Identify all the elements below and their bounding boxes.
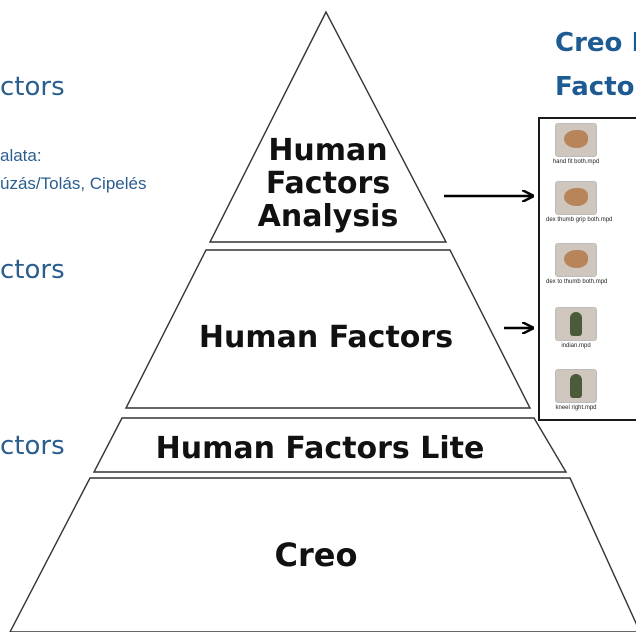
thumb-kneel-right: kneel right.mpd — [546, 369, 606, 411]
tier-label-lite: Human Factors Lite — [156, 431, 485, 466]
posture-library-panel: hand fit both.mpd dex thumb grip both.mp… — [538, 117, 636, 421]
left-text-alata: alata: — [0, 146, 42, 165]
thumb-indian: indian.mpd — [546, 307, 606, 349]
tier-label-human-factors: Human Factors — [199, 320, 453, 355]
thumb-thumb-grip: dex thumb grip both.mpd — [546, 181, 613, 223]
pyramid-tier-lite — [92, 417, 568, 473]
person-image-icon — [555, 369, 597, 403]
hand-image-icon — [555, 181, 597, 215]
pyramid-tier-creo — [9, 477, 636, 632]
pyramid-tier-human-factors — [124, 249, 532, 409]
right-title-line-1: Creo H — [555, 28, 636, 58]
thumb-caption: kneel right.mpd — [555, 405, 597, 411]
thumb-caption: dex thumb grip both.mpd — [546, 217, 613, 223]
thumb-caption: hand fit both.mpd — [552, 159, 600, 165]
thumb-thumb-both: dex to thumb both.mpd — [546, 243, 608, 285]
tier-label-analysis-3: Analysis — [258, 199, 399, 234]
hand-image-icon — [555, 123, 597, 157]
thumb-caption: dex to thumb both.mpd — [546, 279, 608, 285]
tier-label-creo: Creo — [275, 536, 358, 574]
person-image-icon — [555, 307, 597, 341]
left-text-factors-2: ctors — [0, 255, 65, 285]
left-text-factors-3: ctors — [0, 431, 65, 461]
left-text-factors-1: ctors — [0, 72, 65, 102]
right-title-line-2: Facto — [555, 72, 635, 102]
pyramid-tier-analysis — [208, 10, 448, 243]
thumb-hand-fit: hand fit both.mpd — [546, 123, 606, 165]
thumb-caption: indian.mpd — [561, 343, 591, 349]
tier-label-analysis-2: Factors — [266, 166, 390, 201]
hand-image-icon — [555, 243, 597, 277]
tier-label-analysis-1: Human — [268, 133, 387, 168]
left-text-tolas: úzás/Tolás, Cipelés — [0, 174, 147, 193]
